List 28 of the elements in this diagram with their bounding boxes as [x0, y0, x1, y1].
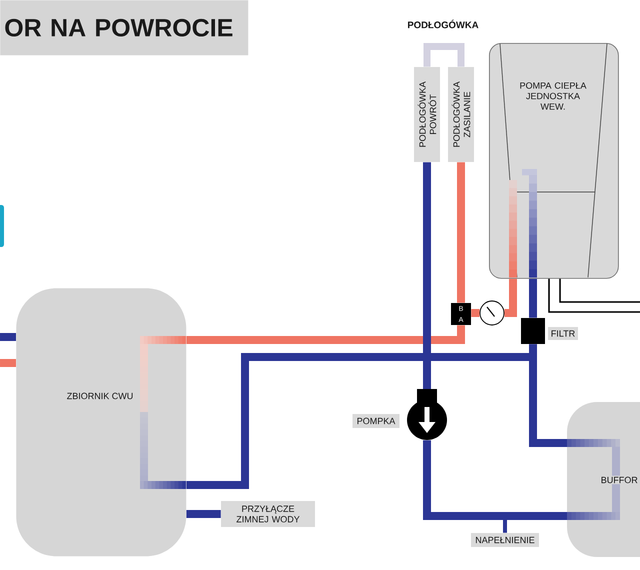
pipe [186, 510, 221, 518]
heat-pump-unit: POMPA CIEPŁA JEDNOSTKA WEW. [489, 43, 619, 279]
circuit-label: PODŁOGÓWKA [408, 20, 478, 28]
component-label: POMPKA [352, 414, 400, 428]
buffer-tank: BUFFOR [567, 402, 640, 557]
pump-symbol [407, 389, 447, 440]
storage-tank: ZBIORNIK CWU [16, 288, 186, 556]
pipe [471, 309, 480, 317]
gauge-symbol [480, 300, 504, 326]
pipe-label: PODŁOGÓWKA POWRÓT [414, 67, 440, 162]
pipe [457, 162, 465, 303]
pipe [0, 333, 16, 341]
pipe [186, 325, 465, 344]
pipe [0, 359, 16, 367]
pipe [423, 162, 431, 389]
pipe-label: PRZYŁĄCZE ZIMNEJ WODY [221, 501, 315, 527]
pipe [504, 278, 517, 317]
pipe [503, 520, 507, 533]
title-banner: OR NA POWROCIE [0, 0, 248, 56]
pipe [529, 278, 537, 318]
filter-symbol [521, 318, 545, 344]
pipe [424, 43, 464, 67]
pipe-label: NAPEŁNIENIE [471, 533, 539, 547]
pipe-label: PODŁOGÓWKA ZASILANIE [448, 67, 474, 162]
connection-line [559, 278, 640, 303]
connection-line [548, 278, 640, 313]
component-label: FILTR [548, 327, 578, 340]
pipe [423, 440, 567, 520]
